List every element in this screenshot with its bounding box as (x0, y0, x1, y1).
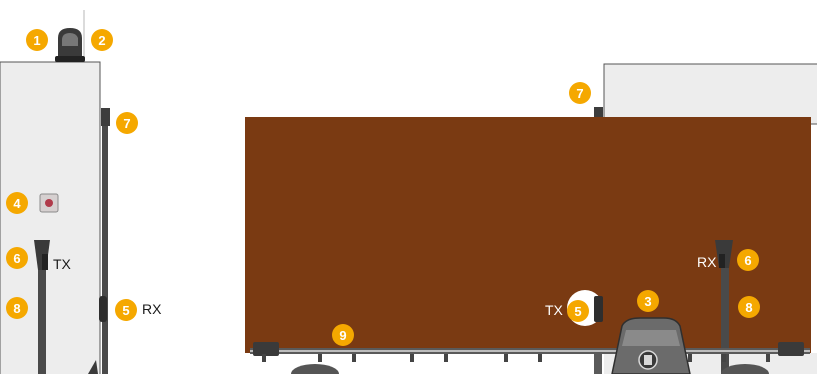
svg-text:8: 8 (745, 300, 752, 315)
svg-text:9: 9 (339, 328, 346, 343)
key-selector-icon (39, 193, 59, 213)
svg-text:7: 7 (576, 86, 583, 101)
svg-text:5: 5 (574, 304, 581, 319)
flashing-lamp-icon (55, 10, 85, 62)
badge-9: 9 (332, 324, 354, 346)
badge-6-left: 6 (6, 247, 28, 269)
label-rx-left: RX (142, 301, 162, 317)
badge-7-right: 7 (569, 82, 591, 104)
label-tx-left: TX (53, 256, 72, 272)
label-rx-right: RX (697, 254, 717, 270)
gate-motor-icon (611, 317, 691, 374)
gear-rack (250, 342, 810, 362)
left-gate-post (88, 108, 110, 374)
right-photocell-post (715, 240, 733, 374)
svg-text:1: 1 (33, 33, 40, 48)
svg-text:6: 6 (744, 253, 751, 268)
badge-7-left: 7 (116, 112, 138, 134)
right-pillar (594, 63, 817, 125)
svg-text:8: 8 (13, 301, 20, 316)
label-tx-gate: TX (545, 302, 564, 318)
left-photocell-post (34, 240, 50, 374)
gate-wheels (291, 354, 769, 374)
badge-3: 3 (637, 290, 659, 312)
left-pillar (0, 61, 101, 374)
svg-text:7: 7 (123, 116, 130, 131)
svg-text:3: 3 (644, 294, 651, 309)
svg-text:6: 6 (13, 251, 20, 266)
svg-text:4: 4 (13, 196, 21, 211)
badge-5-gate: 5 (567, 300, 589, 322)
badge-4: 4 (6, 192, 28, 214)
svg-text:5: 5 (122, 303, 129, 318)
badge-8-right: 8 (738, 296, 760, 318)
badge-5-left: 5 (115, 299, 137, 321)
badge-8-left: 8 (6, 297, 28, 319)
badge-1: 1 (26, 29, 48, 51)
badge-2: 2 (91, 29, 113, 51)
sliding-gate-panel (245, 117, 811, 353)
badge-6-right: 6 (737, 249, 759, 271)
svg-text:2: 2 (98, 33, 105, 48)
